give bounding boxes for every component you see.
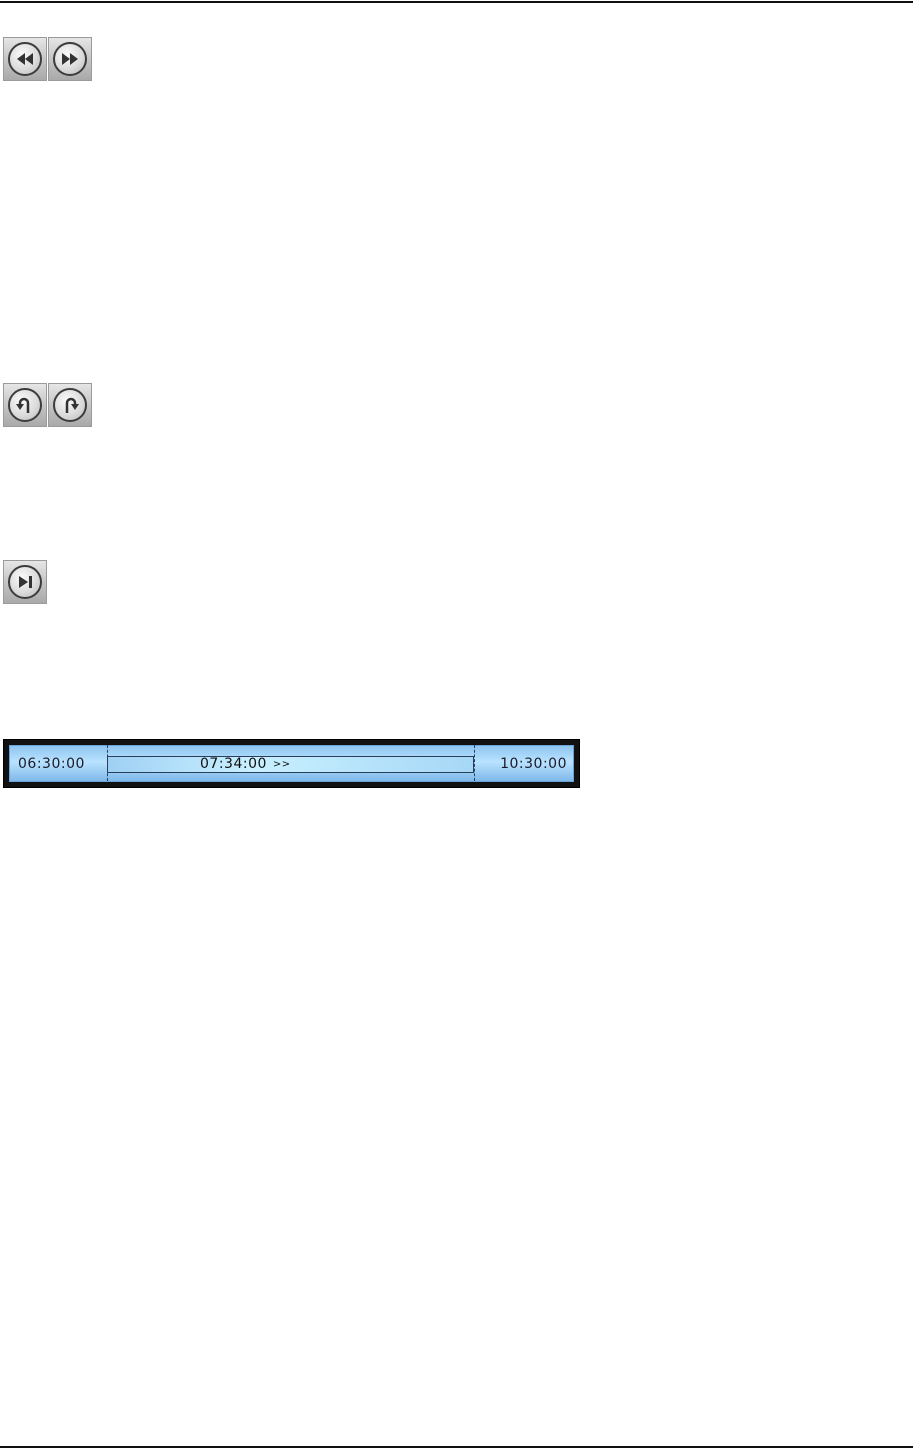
play-next-button[interactable] [3, 560, 47, 604]
timeline-track[interactable]: 07:34:00 >> [107, 756, 474, 773]
undo-button[interactable] [3, 383, 47, 427]
timeline-end-tick [474, 745, 475, 781]
timeline-current-time-label: 07:34:00 >> [200, 756, 291, 772]
timeline-end-time: 10:30:00 [500, 756, 567, 772]
undo-icon [16, 395, 34, 415]
header-rule [0, 1, 913, 3]
timeline-display: 06:30:00 07:34:00 >> 10:30:00 [9, 745, 574, 782]
timeline-current-time: 07:34:00 [200, 756, 267, 772]
fast-forward-icon [60, 52, 80, 66]
timeline-bar[interactable]: 06:30:00 07:34:00 >> 10:30:00 [3, 739, 580, 788]
redo-icon [61, 395, 79, 415]
rewind-icon [15, 52, 35, 66]
timeline-start-time: 06:30:00 [18, 756, 85, 772]
redo-button[interactable] [48, 383, 92, 427]
play-next-icon [16, 575, 34, 589]
fast-forward-button[interactable] [48, 37, 92, 81]
rewind-button[interactable] [3, 37, 47, 81]
footer-rule [0, 1446, 913, 1448]
timeline-direction-indicator: >> [273, 759, 291, 770]
